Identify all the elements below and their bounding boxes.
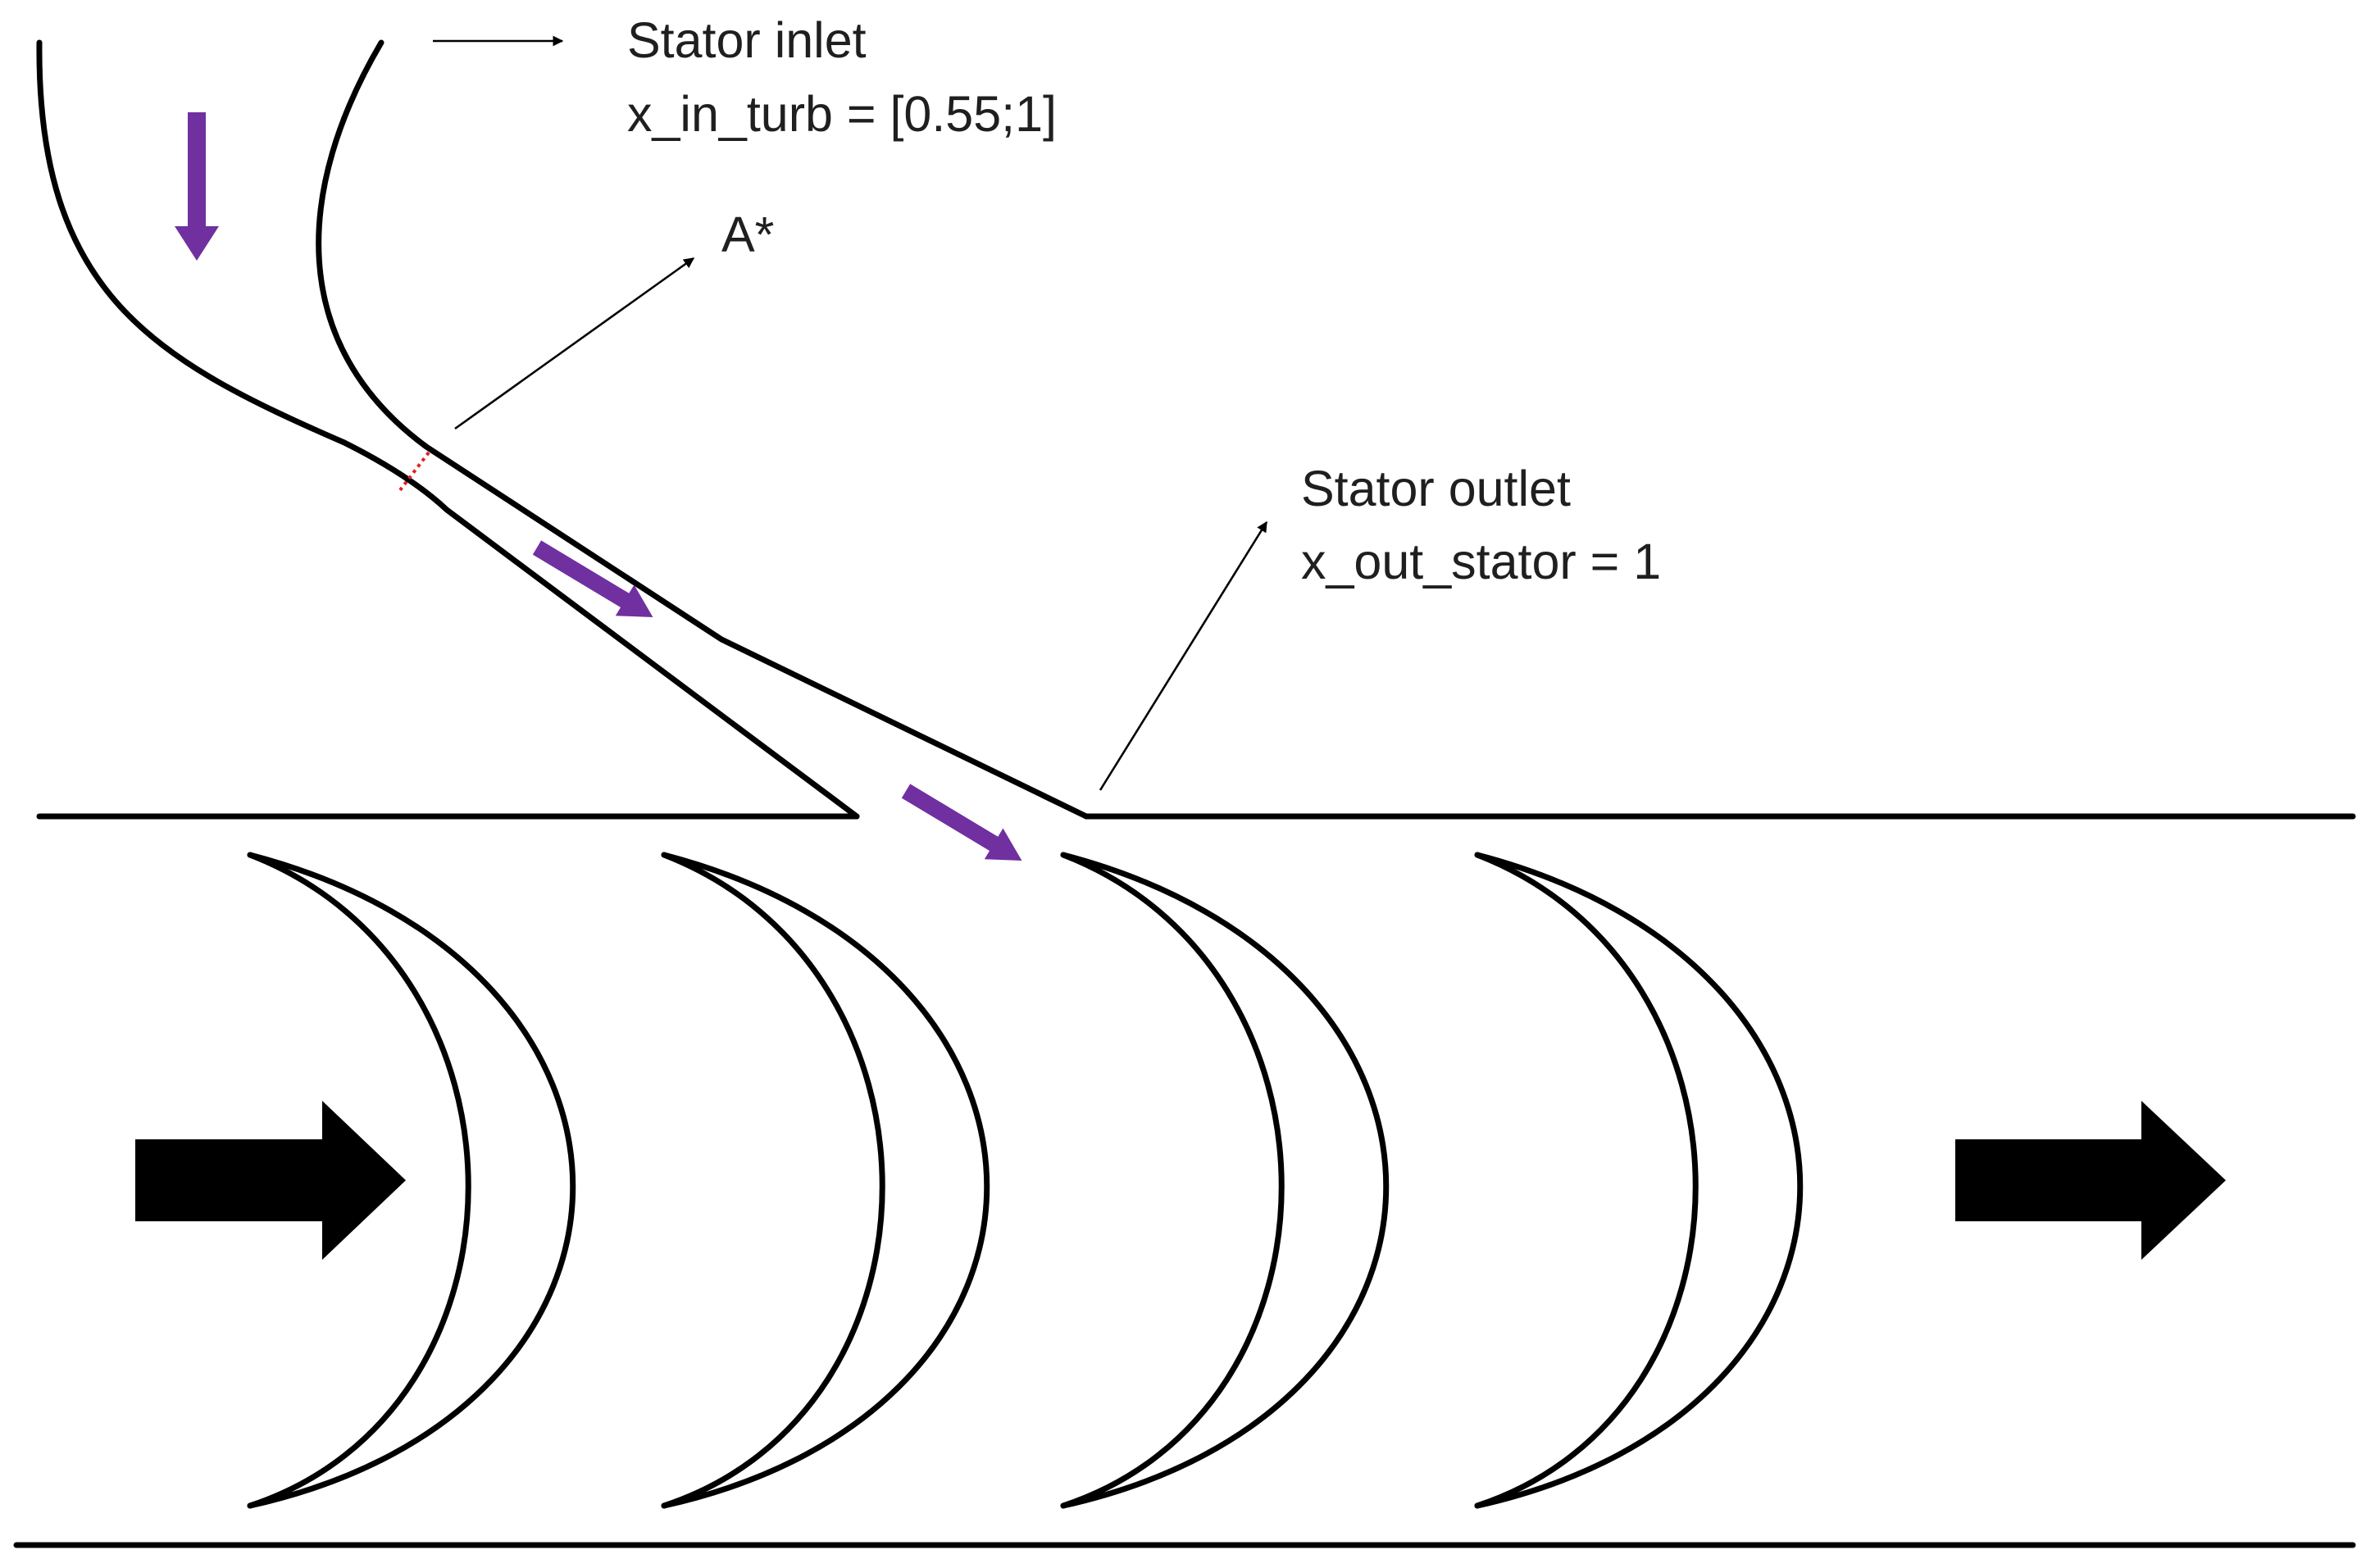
throat-marker	[398, 451, 430, 492]
rotor-blade	[1474, 852, 1804, 1509]
purple-arrow-icon	[901, 784, 1022, 861]
channel-walls	[13, 813, 2356, 1548]
throat-label: A*	[721, 207, 774, 262]
stator-flow-arrows	[175, 112, 1022, 861]
stator-nozzle	[36, 39, 1090, 820]
throat-leader	[454, 257, 695, 430]
labels: Stator inlet x_in_turb = [0.55;1] A* Sta…	[627, 12, 1661, 589]
black-block-arrow-icon	[1955, 1101, 2226, 1260]
rotor-blade	[1060, 852, 1390, 1509]
stator-inlet-value: x_in_turb = [0.55;1]	[627, 86, 1057, 142]
rotor-flow-arrows	[135, 1101, 2226, 1260]
black-block-arrow-icon	[135, 1101, 406, 1260]
rotor-blade	[247, 852, 576, 1509]
rotor-blade	[661, 852, 990, 1509]
rotor-blades	[247, 852, 1804, 1509]
purple-arrow-icon	[175, 112, 219, 261]
stator-outlet-title: Stator outlet	[1301, 461, 1571, 516]
stator-outlet-value: x_out_stator = 1	[1301, 534, 1661, 589]
nozzle-outer-wall	[36, 39, 860, 820]
stator-inlet-title: Stator inlet	[627, 12, 867, 68]
leader-arrows	[433, 35, 1268, 791]
nozzle-inner-wall	[316, 39, 1090, 820]
purple-arrow-icon	[532, 540, 653, 617]
stator-outlet-leader	[1099, 520, 1268, 791]
